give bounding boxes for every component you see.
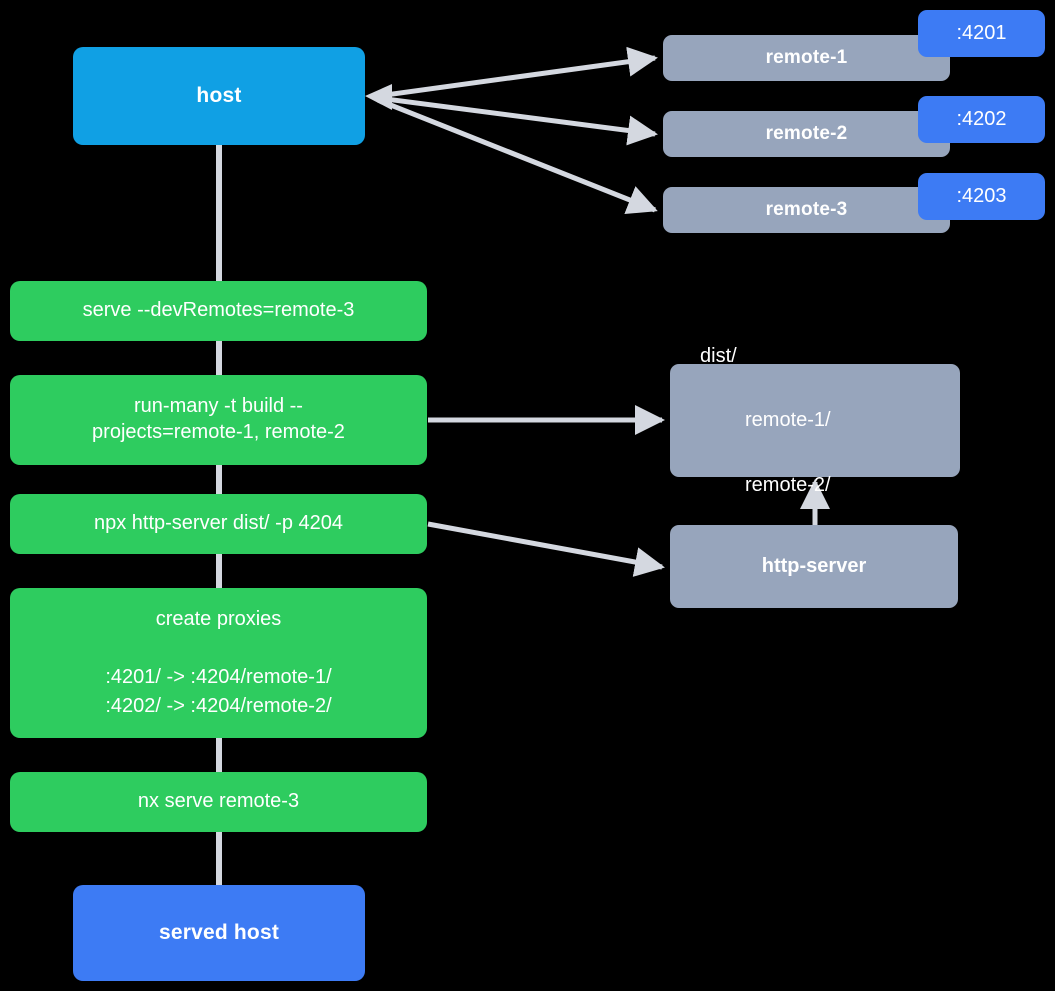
node-command-nx-serve-remote-3[interactable]: nx serve remote-3 [10, 772, 427, 832]
badge-port-remote-3[interactable]: :4203 [918, 173, 1045, 220]
node-remote-3-label: remote-3 [765, 198, 848, 220]
node-served-host[interactable]: served host [73, 885, 365, 981]
node-host[interactable]: host [73, 47, 365, 145]
node-command-npx-http-server[interactable]: npx http-server dist/ -p 4204 [10, 494, 427, 554]
edge-host-remote-3 [377, 97, 658, 214]
node-dist-folder[interactable]: dist/ remote-1/ remote-2/ [670, 345, 960, 496]
edge-arrowhead-into-host [365, 84, 392, 110]
node-remote-2-label: remote-2 [765, 122, 848, 144]
node-served-host-label: served host [158, 920, 280, 944]
node-remote-1-label: remote-1 [765, 46, 848, 68]
node-http-server[interactable]: http-server [670, 525, 958, 608]
badge-port-remote-1-label: :4201 [956, 21, 1007, 44]
node-remote-3[interactable]: remote-3 [663, 187, 950, 233]
node-remote-1[interactable]: remote-1 [663, 35, 950, 81]
node-command-run-many[interactable]: run-many -t build -- projects=remote-1, … [10, 375, 427, 465]
badge-port-remote-2-label: :4202 [956, 107, 1007, 130]
edge-host-remote-2 [377, 95, 658, 146]
badge-port-remote-2[interactable]: :4202 [918, 96, 1045, 143]
badge-port-remote-1[interactable]: :4201 [918, 10, 1045, 57]
edge-npx-to-http-server [427, 521, 665, 577]
node-remote-2[interactable]: remote-2 [663, 111, 950, 157]
node-command-create-proxies[interactable]: create proxies :4201/ -> :4204/remote-1/… [10, 588, 427, 738]
node-command-nx-serve-remote-3-label: nx serve remote-3 [137, 790, 300, 813]
node-command-create-proxies-label: create proxies :4201/ -> :4204/remote-1/… [105, 608, 332, 717]
dist-line-remote-2: remote-2/ [745, 474, 831, 497]
edge-host-remote-1 [377, 46, 658, 99]
badge-port-remote-3-label: :4203 [956, 184, 1007, 207]
node-http-server-label: http-server [761, 554, 867, 577]
node-command-serve-label: serve --devRemotes=remote-3 [82, 299, 355, 322]
node-command-npx-http-server-label: npx http-server dist/ -p 4204 [93, 512, 343, 535]
node-dist-folder-lines: dist/ remote-1/ remote-2/ [700, 307, 831, 534]
node-command-serve[interactable]: serve --devRemotes=remote-3 [10, 281, 427, 341]
node-host-label: host [196, 83, 242, 107]
dist-line-remote-1: remote-1/ [745, 409, 831, 432]
dist-line-root: dist/ [700, 344, 737, 367]
node-command-run-many-label: run-many -t build -- projects=remote-1, … [92, 395, 345, 443]
